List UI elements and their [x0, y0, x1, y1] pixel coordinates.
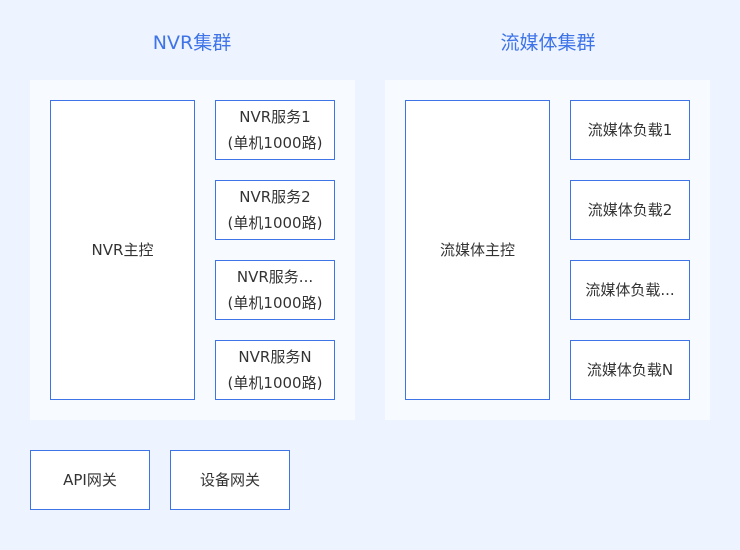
nvr-service-node: NVR服务2 (单机1000路) [215, 180, 335, 240]
service-capacity: (单机1000路) [227, 374, 323, 392]
media-load-node: 流媒体负载... [570, 260, 690, 320]
nvr-service-node: NVR服务1 (单机1000路) [215, 100, 335, 160]
load-name: 流媒体负载N [586, 361, 674, 379]
load-name: 流媒体负载2 [587, 201, 673, 219]
device-gateway-node: 设备网关 [170, 450, 290, 510]
media-load-node: 流媒体负载2 [570, 180, 690, 240]
gateway-label: API网关 [63, 471, 117, 489]
service-capacity: (单机1000路) [227, 294, 323, 312]
load-name: 流媒体负载1 [587, 121, 673, 139]
service-capacity: (单机1000路) [227, 134, 323, 152]
api-gateway-node: API网关 [30, 450, 150, 510]
service-capacity: (单机1000路) [227, 214, 323, 232]
load-name: 流媒体负载... [585, 281, 675, 299]
service-name: NVR服务... [236, 268, 314, 286]
media-cluster-title: 流媒体集群 [500, 32, 596, 54]
service-name: NVR服务N [238, 348, 312, 366]
media-master-label: 流媒体主控 [439, 241, 515, 259]
media-master-node: 流媒体主控 [405, 100, 550, 400]
media-load-node: 流媒体负载N [570, 340, 690, 400]
media-load-node: 流媒体负载1 [570, 100, 690, 160]
nvr-master-node: NVR主控 [50, 100, 195, 400]
nvr-service-node: NVR服务... (单机1000路) [215, 260, 335, 320]
nvr-service-node: NVR服务N (单机1000路) [215, 340, 335, 400]
gateway-label: 设备网关 [199, 471, 260, 489]
service-name: NVR服务1 [239, 108, 311, 126]
nvr-cluster-title: NVR集群 [152, 32, 232, 54]
service-name: NVR服务2 [239, 188, 311, 206]
nvr-master-label: NVR主控 [91, 241, 154, 259]
